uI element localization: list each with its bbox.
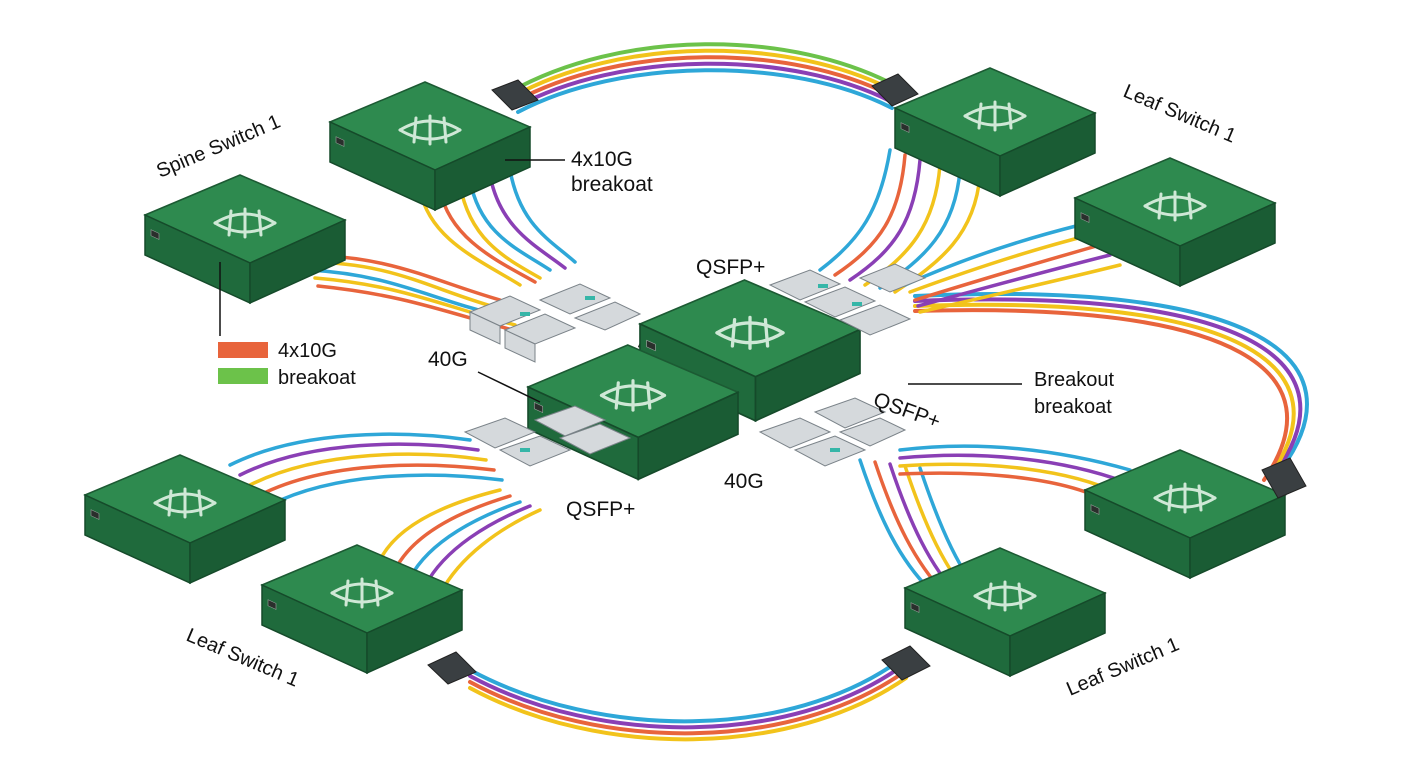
label-40g-left: 40G: [428, 348, 468, 371]
connector-top-arch-right: [871, 73, 919, 107]
legend: 4x10G breakoat: [218, 340, 356, 389]
label-spine-switch: Spine Switch 1: [153, 111, 283, 183]
cable-bundle-bottomleft-to-core: [228, 432, 504, 507]
callout-40g-left: [477, 371, 541, 403]
transceiver-group: [427, 73, 1307, 685]
label-breakout-right-line2: breakoat: [1034, 396, 1112, 418]
callout-lines: [219, 159, 1022, 403]
switch-bottom-left: [83, 453, 287, 585]
connector-bottom-arch-left: [427, 651, 477, 685]
transceiver-cluster-bottom-left: [463, 405, 632, 467]
transceiver-cluster-left: [468, 283, 642, 363]
cable-bundle-top-arch: [508, 42, 902, 114]
label-qsfp-top: QSFP+: [696, 256, 765, 279]
switch-leaf-top-right: [893, 66, 1097, 198]
transceiver-cluster-right: [768, 263, 927, 336]
switch-leaf-bottom-left: [260, 543, 464, 675]
switch-right-top: [1073, 156, 1277, 288]
cable-bundle-bottom-arch: [468, 658, 908, 742]
connector-bottom-arch-right: [881, 645, 931, 681]
legend-label-line2: breakoat: [278, 367, 356, 389]
cable-bundle-leaf-bl-to-core: [378, 488, 542, 596]
legend-swatch-green: [218, 368, 268, 384]
label-breakout-top-line1: 4x10G: [571, 148, 633, 171]
label-qsfp-bottom: QSFP+: [566, 498, 635, 521]
legend-swatch-orange: [218, 342, 268, 358]
label-breakout-right-line1: Breakout: [1034, 369, 1114, 391]
switch-spine-1: [143, 173, 347, 305]
switch-right-bottom: [1083, 448, 1287, 580]
switch-top-center: [328, 80, 532, 212]
connector-top-arch-left: [491, 79, 539, 111]
connector-right-arch-bottom: [1261, 457, 1307, 499]
label-breakout-top-line2: breakoat: [571, 173, 653, 196]
cable-bundle-rightswitch-to-core: [903, 223, 1122, 314]
transceiver-cluster-bottom-right: [758, 397, 907, 467]
legend-label-line1: 4x10G: [278, 340, 337, 362]
cable-bundles: [228, 42, 1309, 742]
cable-bundle-right-arch: [913, 291, 1309, 482]
label-40g-bottom: 40G: [724, 470, 764, 493]
label-leaf-top-right: Leaf Switch 1: [1120, 80, 1239, 147]
